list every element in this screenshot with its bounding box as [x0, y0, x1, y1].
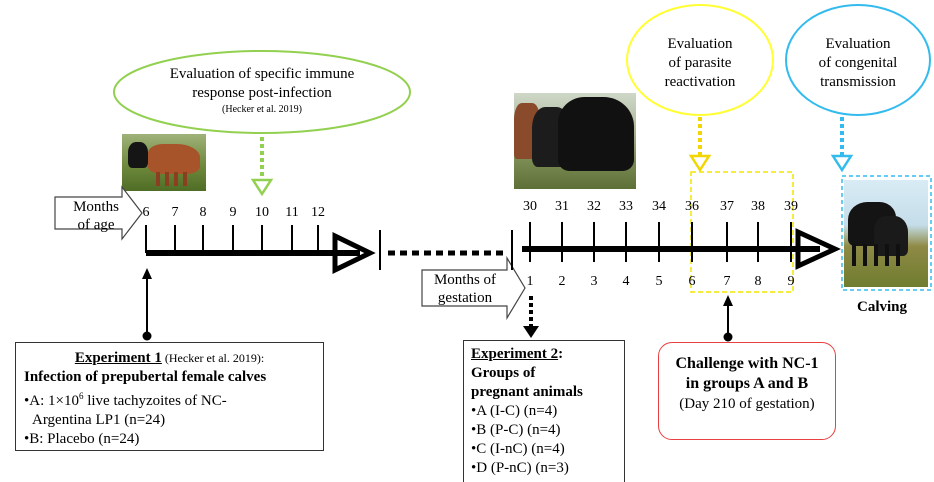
experiment1-citation: (Hecker et al. 2019): — [161, 351, 265, 365]
experiment2-group: •B (P-C) (n=4) — [471, 422, 561, 438]
top-tick-label: 39 — [784, 199, 798, 214]
heifers-photo — [514, 93, 636, 189]
calf-legs — [852, 244, 902, 266]
top-tick-label: 30 — [523, 199, 537, 214]
challenge-line3: (Day 210 of gestation) — [679, 396, 815, 412]
gestation-tick-label: 2 — [559, 274, 566, 289]
congenital-eval-line2: of congenital — [819, 55, 898, 71]
calving-photo — [844, 180, 928, 287]
black-heifer-shape-2 — [558, 97, 634, 171]
parasite-eval-ellipse — [626, 4, 774, 116]
experiment1-item-a-sup: 6 — [78, 391, 84, 401]
experiment1-subtitle: Infection of prepubertal female calves — [24, 369, 267, 385]
experiment2-box: Experiment 2: Groups of pregnant animals… — [463, 340, 625, 482]
experiment2-heading: Experiment 2: — [471, 345, 617, 364]
age-tick-label: 8 — [200, 205, 207, 220]
gestation-tick-label: 7 — [724, 274, 731, 289]
age-tick-label: 9 — [230, 205, 237, 220]
months-of-age-block-arrow — [54, 185, 143, 241]
immune-eval-ellipse — [113, 50, 411, 134]
congenital-eval-line1: Evaluation — [826, 36, 891, 52]
top-tick-label: 38 — [751, 199, 765, 214]
immune-eval-line1: Evaluation of specific immune — [170, 66, 355, 82]
congenital-eval-arrowhead — [830, 154, 854, 173]
experiment2-group: •D (P-nC) (n=3) — [471, 460, 569, 476]
gestation-tick-label: 1 — [527, 274, 534, 289]
months-of-age-line1: Months — [73, 199, 119, 215]
experiment1-item-a-prefix: •A: 1×10 — [24, 393, 79, 409]
congenital-eval-line3: transmission — [820, 74, 896, 90]
gestation-ticks — [529, 222, 792, 262]
reactivation-window-box — [690, 171, 794, 293]
calving-photo-frame — [841, 175, 932, 291]
black-calf-shape — [128, 142, 148, 168]
challenge-box: Challenge with NC-1 in groups A and B (D… — [658, 342, 836, 440]
experiment2-subtitle-line2: pregnant animals — [471, 384, 583, 400]
age-tick-label: 10 — [255, 205, 269, 220]
age-timeline-arrowhead — [332, 232, 376, 274]
challenge-line2: in groups A and B — [685, 375, 809, 392]
parasite-eval-line3: reactivation — [665, 74, 736, 90]
age-tick-label: 7 — [172, 205, 179, 220]
months-of-gestation-line1: Months of — [434, 272, 496, 288]
experiment1-title: Experiment 1 — [74, 350, 162, 366]
months-of-gestation-line2: gestation — [438, 290, 493, 306]
brown-calf-legs — [156, 172, 192, 186]
calving-label: Calving — [857, 299, 908, 315]
immune-eval-line2: response post-infection — [192, 85, 332, 101]
experiment2-title: Experiment 2 — [471, 346, 559, 362]
age-tick-label: 11 — [285, 205, 298, 220]
experiment1-item-b: •B: Placebo (n=24) — [24, 431, 140, 447]
brown-calf-shape — [148, 144, 200, 174]
gestation-timeline-arrowhead — [795, 228, 841, 270]
immune-eval-arrowhead — [250, 178, 274, 197]
experiment2-title-suffix: : — [558, 346, 564, 362]
top-tick-label: 34 — [652, 199, 666, 214]
experiment2-subtitle-line1: Groups of — [471, 365, 536, 381]
gestation-tick-label: 3 — [591, 274, 598, 289]
top-tick-label: 31 — [555, 199, 569, 214]
parasite-eval-line1: Evaluation — [668, 36, 733, 52]
experiment1-item-a-rest: live tachyzoites of NC- — [83, 393, 227, 409]
experiment2-arrowhead — [523, 326, 539, 338]
gestation-tick-label: 8 — [755, 274, 762, 289]
congenital-eval-ellipse — [785, 4, 931, 116]
top-tick-label: 33 — [619, 199, 633, 214]
gestation-tick-label: 5 — [656, 274, 663, 289]
parasite-eval-line2: of parasite — [669, 55, 732, 71]
gestation-tick-label: 6 — [689, 274, 696, 289]
experiment2-group: •A (I-C) (n=4) — [471, 403, 558, 419]
age-tick-label: 6 — [143, 205, 150, 220]
top-tick-label: 36 — [685, 199, 699, 214]
top-tick-label: 37 — [720, 199, 734, 214]
age-ticks — [145, 225, 319, 253]
experiment1-connector-head — [142, 268, 152, 279]
experiment1-box: Experiment 1 (Hecker et al. 2019): Infec… — [15, 342, 324, 451]
challenge-connector-dot — [723, 332, 733, 342]
months-of-gestation-block-arrow — [421, 255, 526, 321]
top-tick-label: 32 — [587, 199, 601, 214]
calves-photo — [122, 134, 206, 191]
age-tick-label: 12 — [311, 205, 325, 220]
challenge-connector-head — [723, 295, 733, 306]
gestation-tick-label: 9 — [788, 274, 795, 289]
experiment1-item-a-line2: Argentina LP1 (n=24) — [32, 412, 166, 428]
experiment2-group: •C (I-nC) (n=4) — [471, 441, 565, 457]
challenge-line1: Challenge with NC-1 — [675, 355, 819, 372]
immune-eval-citation: (Hecker et al. 2019) — [222, 104, 302, 115]
parasite-eval-arrowhead — [688, 154, 712, 173]
experiment1-heading: Experiment 1 (Hecker et al. 2019): — [24, 349, 315, 368]
experiment1-connector-dot — [142, 331, 152, 341]
experiment1-item-a: •A: 1×106 live tachyzoites of NC- — [24, 387, 315, 411]
months-of-age-line2: of age — [77, 217, 114, 233]
gestation-tick-label: 4 — [623, 274, 630, 289]
